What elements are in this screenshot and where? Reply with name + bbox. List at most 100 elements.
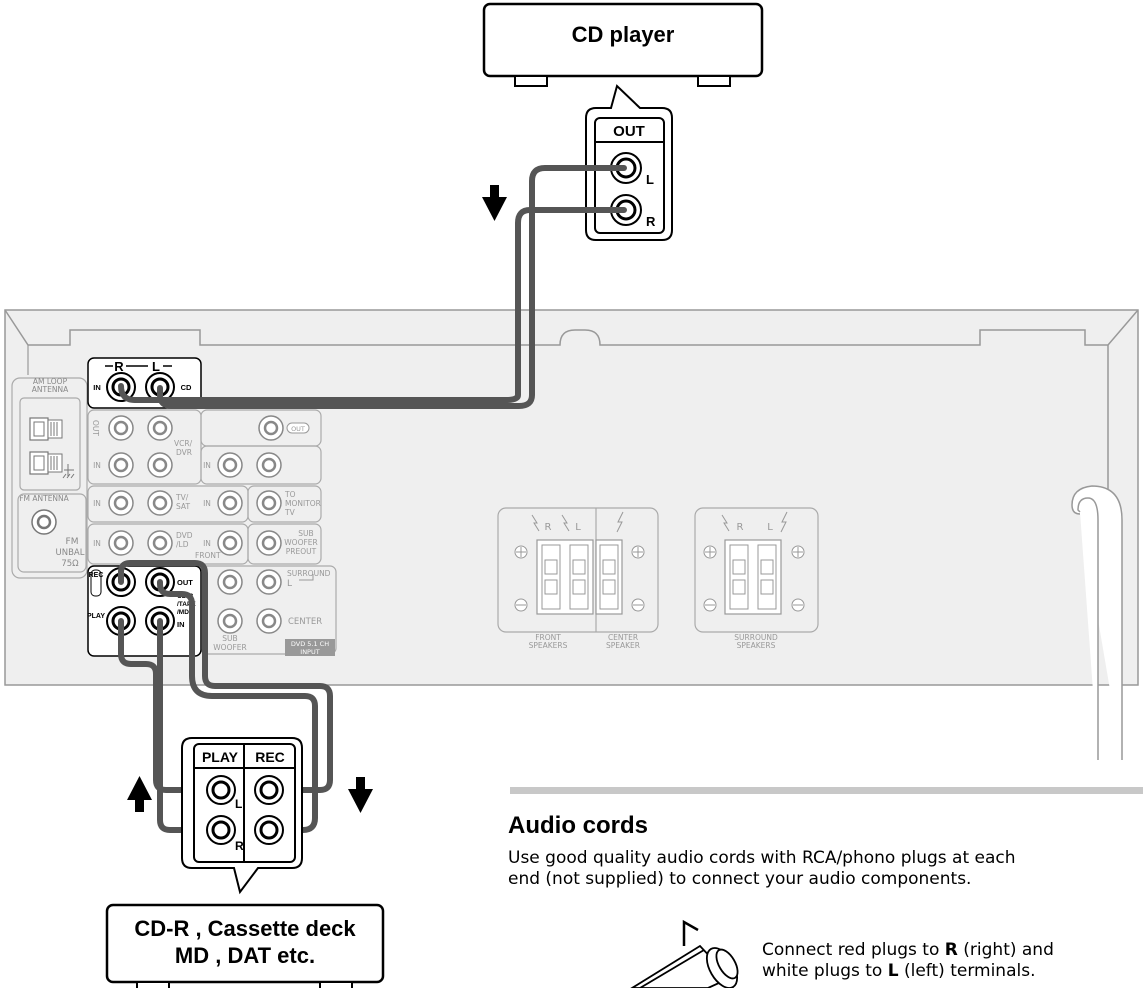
- sub-woofer-label-1: SUB: [222, 634, 237, 643]
- surround-speakers-label-1: SURROUND: [734, 633, 778, 642]
- body-line-1: Use good quality audio cords with RCA/ph…: [508, 848, 1016, 868]
- note-r-bold: R: [944, 940, 958, 960]
- cd-out-jack-r: [610, 194, 642, 226]
- note-l-bold: L: [887, 961, 899, 981]
- cd-in-r-letter: R: [114, 359, 124, 374]
- vcr-in-label: IN: [93, 461, 101, 470]
- tv-sat-label-2: SAT: [176, 502, 190, 511]
- cd-player-title: CD player: [571, 22, 675, 47]
- fm-antenna-jack: [31, 509, 57, 535]
- cd-out-r-letter: R: [646, 214, 656, 229]
- grey-jacks: [108, 415, 284, 634]
- control-out-pill: OUT: [291, 425, 305, 433]
- dvd-ld-label-2: /LD: [176, 540, 189, 549]
- surround-speaker-terminals: R L SURROUND SPEAKERS: [694, 507, 819, 650]
- recorder-title-line2: MD , DAT etc.: [174, 943, 316, 968]
- subpre-label-1: SUB: [298, 529, 313, 538]
- cd-input-section: R L IN CD: [87, 357, 202, 409]
- front-speakers-label-1: FRONT: [535, 633, 561, 642]
- tv-in-label: IN: [93, 499, 101, 508]
- tape-in-label: IN: [177, 620, 185, 629]
- recorder-jack-panel: PLAY REC L R: [181, 737, 303, 895]
- recorder-device: [105, 903, 385, 988]
- recorder-r-letter: R: [235, 839, 244, 853]
- front-r-letter: R: [545, 522, 552, 533]
- note-text-a: Connect red plugs to: [762, 940, 945, 960]
- front-speakers-label-2: SPEAKERS: [529, 641, 568, 650]
- surround-speakers-label-2: SPEAKERS: [737, 641, 776, 650]
- recorder-l-letter: L: [235, 797, 242, 811]
- note-text-d: (left) terminals.: [898, 961, 1036, 981]
- audio-cords-heading: Audio cords: [508, 812, 649, 839]
- body-line-2: end (not supplied) to connect your audio…: [508, 869, 972, 889]
- plug-color-note: Connect red plugs to R (right) and white…: [762, 940, 1142, 982]
- recorder-title-line1: CD-R , Cassette deck: [134, 916, 356, 941]
- dvd-in2-label: IN: [203, 539, 211, 548]
- fm-antenna-label: FM ANTENNA: [19, 494, 69, 503]
- sub-woofer-label-2: WOOFER: [213, 643, 247, 652]
- monitor-label-1: TO: [284, 490, 296, 499]
- subpre-label-2: WOOFER: [284, 538, 318, 547]
- tape-label-2: /TAPE: [177, 601, 196, 608]
- surround-l-letter: L: [767, 522, 773, 533]
- am-antenna-terminal: [29, 417, 75, 479]
- center-speaker-label-1: CENTER: [608, 633, 638, 642]
- tape-out-label: OUT: [177, 578, 193, 587]
- tv-sat-label-1: TV/: [175, 493, 189, 502]
- plug-note-line-1: Connect red plugs to R (right) and: [762, 940, 1142, 961]
- am-loop-label: AM LOOP: [33, 377, 68, 386]
- cd-out-label: OUT: [613, 123, 645, 140]
- cd-out-l-letter: L: [646, 172, 654, 187]
- dvd-in-label: IN: [93, 539, 101, 548]
- plug-note-line-2: white plugs to L (left) terminals.: [762, 961, 1142, 982]
- recorder-title: CD-R , Cassette deck MD , DAT etc.: [107, 915, 383, 969]
- cd-label: CD: [181, 383, 192, 392]
- dvr-label: DVR: [176, 448, 192, 457]
- dvd51-label-1: DVD 5.1 CH: [291, 640, 329, 648]
- rec-vertical-label: REC: [89, 572, 104, 579]
- power-cord: [1071, 485, 1123, 760]
- tv-in2-label: IN: [203, 499, 211, 508]
- signal-arrow-down-icon-2: [348, 777, 373, 813]
- audio-cables: [118, 165, 627, 833]
- rca-plug-icon: [630, 919, 739, 988]
- front-label: FRONT: [195, 551, 221, 560]
- note-text-b: (right) and: [957, 940, 1054, 960]
- note-text-c: white plugs to: [762, 961, 888, 981]
- vcr-out-label: OUT: [91, 420, 100, 436]
- surround-r-letter: R: [737, 522, 744, 533]
- surround-l-label: L: [287, 579, 292, 589]
- signal-arrow-up-icon: [127, 776, 152, 812]
- subpre-label-3: PREOUT: [286, 547, 317, 556]
- recorder-play-label: PLAY: [202, 749, 239, 765]
- monitor-label-2: MONITOR: [285, 499, 321, 508]
- audio-cords-body: Use good quality audio cords with RCA/ph…: [508, 848, 1138, 890]
- ohm-label: 75Ω: [61, 559, 79, 569]
- front-center-speaker-terminals: R L FRONT SPEAKERS CENTER SPEA: [497, 507, 659, 650]
- tape-label-3: /MD: [177, 609, 189, 616]
- rec-v-text: REC: [89, 572, 104, 579]
- tape-section: REC PLAY OUT CD-R /TAPE /MD IN: [87, 565, 202, 657]
- am-antenna-label: ANTENNA: [32, 385, 69, 394]
- receiver-rear-panel: AM LOOP ANTENNA FM ANTENNA FM UNBAL 75Ω: [4, 309, 1139, 760]
- dvd-ld-label-1: DVD: [176, 531, 193, 540]
- section-divider: [510, 787, 1143, 794]
- cd-player: [482, 2, 764, 87]
- cd-in-label: IN: [93, 383, 101, 392]
- dvd51-label-2: INPUT: [300, 648, 319, 656]
- cd-in-l-letter: L: [152, 359, 160, 374]
- center-label: CENTER: [288, 617, 322, 627]
- unbal-label: UNBAL: [56, 548, 85, 558]
- signal-arrow-down-icon: [482, 185, 507, 221]
- play-vertical-label: PLAY: [87, 613, 105, 620]
- center-speaker-label-2: SPEAKER: [606, 641, 640, 650]
- surround-label: SURROUND: [287, 569, 331, 578]
- fm-label: FM: [66, 537, 79, 547]
- monitor-label-3: TV: [284, 508, 296, 517]
- recorder-rec-label: REC: [255, 749, 285, 765]
- front-l-letter: L: [575, 522, 581, 533]
- aux-in-label: IN: [203, 461, 211, 470]
- cd-player-out-panel: OUT L R: [585, 84, 673, 241]
